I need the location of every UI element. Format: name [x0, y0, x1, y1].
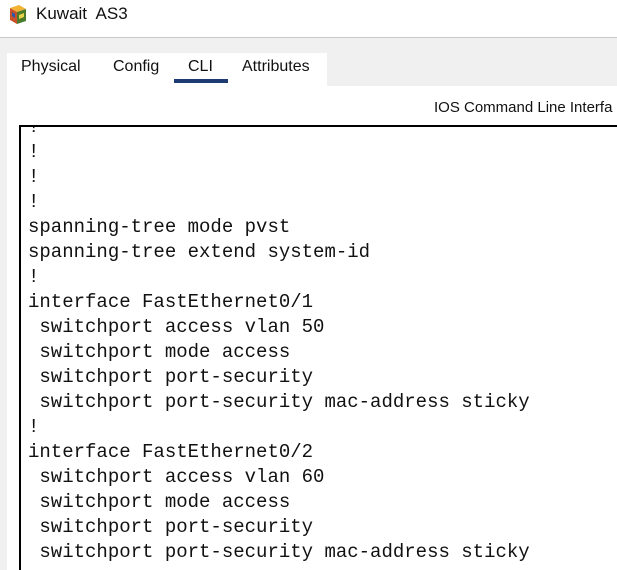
tab-config[interactable]: Config: [113, 58, 160, 75]
title-separator: [0, 37, 617, 38]
title-bar: Kuwait AS3: [0, 0, 617, 31]
console-line: !: [28, 125, 40, 138]
console-line: !: [28, 266, 40, 288]
console-line: switchport access vlan 50: [28, 316, 325, 338]
console-line: switchport port-security mac-address sti…: [28, 391, 530, 413]
console-line: !: [28, 191, 40, 213]
cli-console[interactable]: ! ! ! ! spanning-tree mode pvst spanning…: [19, 125, 617, 570]
window-title: Kuwait AS3: [36, 4, 128, 23]
console-line: switchport access vlan 60: [28, 466, 325, 488]
tab-bar: [7, 53, 327, 86]
console-line: interface FastEthernet0/1: [28, 291, 314, 313]
console-line: switchport mode access: [28, 341, 291, 363]
console-line: switchport port-security mac-address sti…: [28, 541, 530, 563]
packet-tracer-switch-icon: [6, 3, 30, 27]
console-line: switchport port-security: [28, 516, 314, 538]
tab-physical[interactable]: Physical: [21, 58, 81, 75]
console-line: spanning-tree mode pvst: [28, 216, 291, 238]
tab-cli-selected-indicator: [174, 79, 228, 83]
console-line: !: [28, 416, 40, 438]
tab-cli[interactable]: CLI: [188, 58, 213, 75]
console-line: !: [28, 141, 40, 163]
console-line: spanning-tree extend system-id: [28, 241, 371, 263]
panel-heading: IOS Command Line Interfa: [434, 99, 613, 116]
console-line: switchport port-security: [28, 366, 314, 388]
console-output: ! ! ! ! spanning-tree mode pvst spanning…: [28, 125, 530, 565]
console-line: !: [28, 166, 40, 188]
console-line: interface FastEthernet0/2: [28, 441, 314, 463]
tab-attributes[interactable]: Attributes: [242, 58, 310, 75]
console-line: switchport mode access: [28, 491, 291, 513]
